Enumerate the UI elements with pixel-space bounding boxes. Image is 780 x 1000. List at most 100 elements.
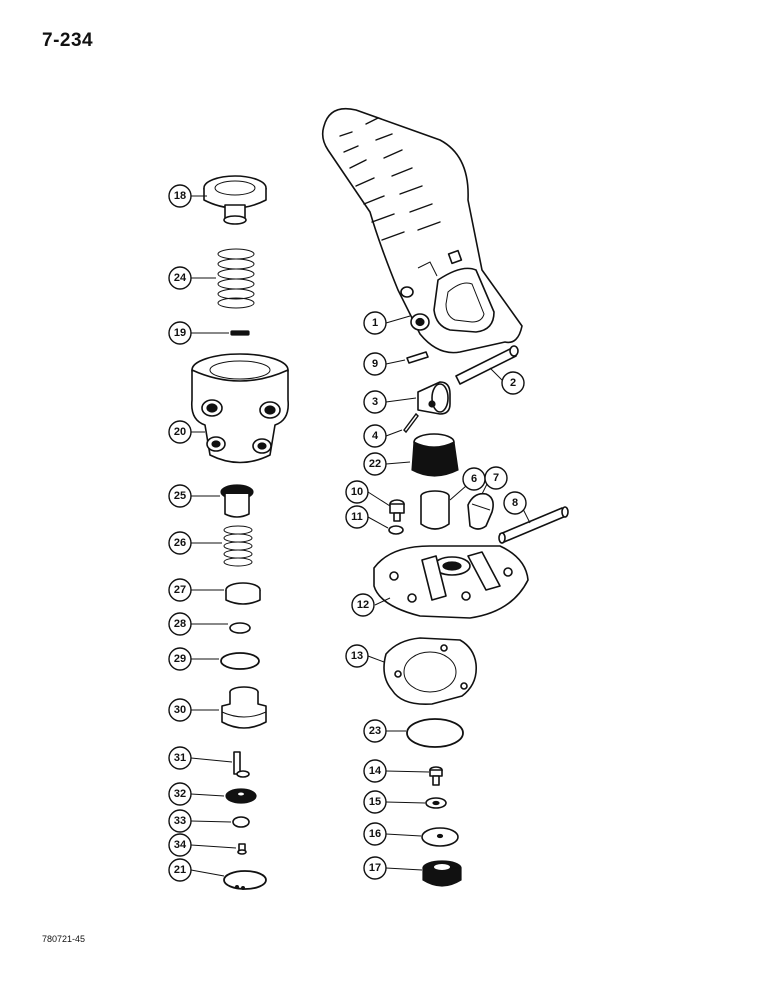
part-11-washer (388, 525, 404, 535)
callout-6: 6 (462, 467, 486, 491)
svg-text:14: 14 (369, 765, 382, 777)
part-19-pin (230, 330, 250, 336)
page-number: 7-234 (42, 30, 94, 51)
callout-23: 23 (363, 719, 387, 743)
part-29-o-ring (220, 652, 260, 670)
part-27-ring (225, 582, 261, 605)
callout-2: 2 (501, 371, 525, 395)
part-9-pin (406, 351, 429, 364)
svg-text:32: 32 (174, 788, 186, 800)
part-24-spring (217, 248, 255, 309)
callout-34: 34 (168, 833, 192, 857)
svg-text:1: 1 (372, 317, 378, 329)
svg-text:4: 4 (372, 430, 379, 442)
callout-14: 14 (363, 759, 387, 783)
callout-24: 24 (168, 266, 192, 290)
callout-4: 4 (363, 424, 387, 448)
part-21-snap-ring (223, 870, 267, 890)
svg-text:7: 7 (493, 472, 499, 484)
pedal-treadle (321, 107, 523, 354)
svg-text:22: 22 (369, 458, 381, 470)
svg-text:6: 6 (471, 473, 477, 485)
callout-26: 26 (168, 531, 192, 555)
part-17-seal (422, 860, 462, 887)
part-15-washer (425, 797, 447, 809)
callout-1: 1 (363, 311, 387, 335)
callout-7: 7 (484, 466, 508, 490)
svg-text:11: 11 (351, 511, 363, 523)
part-25-plunger (220, 484, 254, 518)
svg-text:18: 18 (174, 190, 186, 202)
callout-28: 28 (168, 612, 192, 636)
part-16-disc (421, 827, 459, 847)
part-34-retainer (237, 843, 247, 855)
svg-text:20: 20 (174, 426, 186, 438)
callout-25: 25 (168, 484, 192, 508)
svg-text:3: 3 (372, 396, 378, 408)
svg-text:31: 31 (174, 752, 186, 764)
part-20-valve-body (190, 353, 290, 464)
callout-11: 11 (345, 505, 369, 529)
svg-text:26: 26 (174, 537, 186, 549)
callout-16: 16 (363, 822, 387, 846)
callout-33: 33 (168, 809, 192, 833)
svg-text:9: 9 (372, 358, 378, 370)
part-4-cotter-pin (403, 412, 419, 434)
part-18-retainer (203, 175, 267, 225)
callout-30: 30 (168, 698, 192, 722)
part-23-o-ring (406, 718, 464, 748)
callout-10: 10 (345, 480, 369, 504)
svg-text:15: 15 (369, 796, 381, 808)
callout-9: 9 (363, 352, 387, 376)
part-28-o-ring (229, 622, 251, 634)
svg-text:16: 16 (369, 828, 381, 840)
svg-text:25: 25 (174, 490, 186, 502)
part-7-roller (467, 492, 494, 530)
part-3-roller (417, 381, 451, 415)
svg-text:28: 28 (174, 618, 186, 630)
svg-text:29: 29 (174, 653, 186, 665)
part-12-mounting-plate (373, 545, 529, 619)
part-14-bolt (429, 766, 443, 786)
part-10-screw (389, 499, 405, 522)
svg-text:8: 8 (512, 497, 518, 509)
svg-text:21: 21 (174, 864, 186, 876)
callout-21: 21 (168, 858, 192, 882)
part-6-plunger (420, 490, 450, 530)
callout-31: 31 (168, 746, 192, 770)
callout-12: 12 (351, 593, 375, 617)
figure-id: 780721-45 (42, 934, 86, 944)
part-8-pin (498, 506, 569, 544)
callout-18: 18 (168, 184, 192, 208)
svg-text:17: 17 (369, 862, 381, 874)
callout-8: 8 (503, 491, 527, 515)
svg-text:2: 2 (510, 377, 516, 389)
callout-32: 32 (168, 782, 192, 806)
svg-text:27: 27 (174, 584, 186, 596)
part-30-piston (221, 686, 267, 729)
svg-text:12: 12 (357, 599, 369, 611)
callout-19: 19 (168, 321, 192, 345)
part-13-gasket (383, 637, 478, 706)
callout-29: 29 (168, 647, 192, 671)
svg-text:34: 34 (174, 839, 187, 851)
svg-text:24: 24 (174, 272, 187, 284)
part-2-pivot-pin (455, 345, 519, 385)
part-32-disc (225, 788, 257, 804)
svg-text:13: 13 (351, 650, 363, 662)
callout-20: 20 (168, 420, 192, 444)
callout-22: 22 (363, 452, 387, 476)
callout-17: 17 (363, 856, 387, 880)
callout-13: 13 (345, 644, 369, 668)
svg-text:19: 19 (174, 327, 186, 339)
svg-text:23: 23 (369, 725, 381, 737)
part-22-boot (411, 433, 459, 477)
part-31-valve-stem (233, 751, 250, 778)
svg-text:30: 30 (174, 704, 186, 716)
svg-text:33: 33 (174, 815, 186, 827)
part-26-spring (223, 525, 253, 567)
callout-27: 27 (168, 578, 192, 602)
callout-3: 3 (363, 390, 387, 414)
callout-15: 15 (363, 790, 387, 814)
